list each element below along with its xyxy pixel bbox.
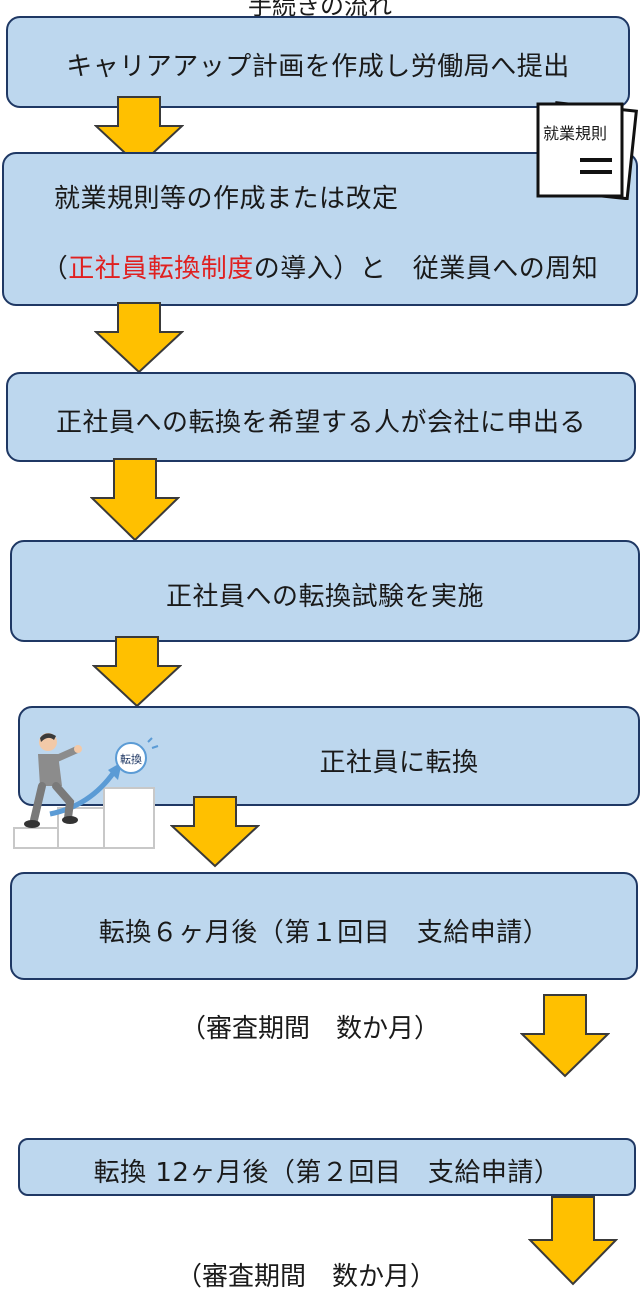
step-4-text: 正社員への転換試験を実施 — [165, 582, 484, 612]
document-icon — [536, 101, 638, 200]
review-period-caption-2: （審査期間 数か月） — [176, 1262, 437, 1292]
step-4-box: 正社員への転換試験を実施 — [10, 540, 640, 642]
step-1-text: キャリアアップ計画を作成し労働局へ提出 — [66, 52, 570, 82]
step-2-highlight: 正社員転換制度 — [68, 254, 254, 284]
step-2-paren: （ — [41, 254, 69, 284]
down-arrow-1 — [94, 96, 184, 168]
step-6-box: 転換６ヶ月後（第１回目 支給申請） — [10, 872, 638, 980]
down-arrow-2 — [94, 302, 184, 374]
conversion-bubble-label: 転換 — [120, 753, 142, 766]
down-arrow-5 — [170, 796, 260, 868]
step-6-text: 転換６ヶ月後（第１回目 支給申請） — [98, 918, 550, 948]
down-arrow-6 — [520, 994, 610, 1078]
down-arrow-3 — [90, 458, 180, 542]
review-period-caption-1: （審査期間 数か月） — [180, 1014, 441, 1044]
step-2-rest: の導入）と 従業員への周知 — [253, 254, 599, 284]
step-7-text: 転換 12ヶ月後（第２回目 支給申請） — [93, 1158, 561, 1188]
step-2-line-2: （正社員転換制度の導入）と 従業員への周知 — [4, 248, 636, 285]
step-1-box: キャリアアップ計画を作成し労働局へ提出 — [6, 16, 630, 108]
step-3-text: 正社員への転換を希望する人が会社に申出る — [55, 408, 586, 438]
down-arrow-4 — [92, 636, 182, 708]
step-3-box: 正社員への転換を希望する人が会社に申出る — [6, 372, 636, 462]
document-icon-label: 就業規則 — [543, 124, 608, 143]
conversion-bubble-icon — [115, 737, 159, 774]
step-5-text: 正社員に転換 — [319, 748, 479, 778]
step-7-box: 転換 12ヶ月後（第２回目 支給申請） — [18, 1138, 636, 1196]
step-2-line-1: 就業規則等の作成または改定 — [54, 184, 399, 214]
down-arrow-7 — [528, 1196, 618, 1286]
page-title: 手続きの流れ — [248, 0, 392, 20]
step-2-box: 就業規則等の作成または改定 （正社員転換制度の導入）と 従業員への周知 — [2, 152, 638, 306]
